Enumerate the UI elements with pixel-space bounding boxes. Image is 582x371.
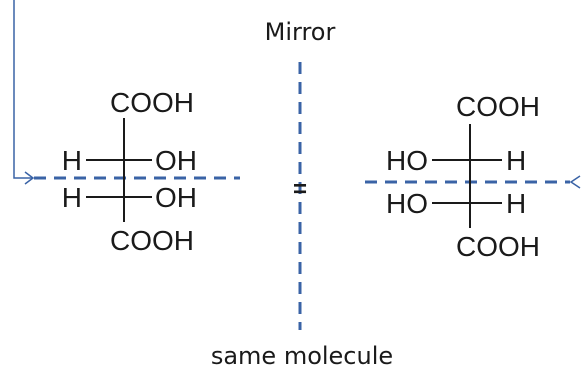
left-rotation-path <box>13 0 32 179</box>
left-row2-right-group: OH <box>155 182 197 213</box>
caption-same-molecule: same molecule <box>211 342 393 370</box>
left-row2-left-atom: H <box>62 182 82 213</box>
right-row2-right-atom: H <box>506 188 526 219</box>
right-row1-right-atom: H <box>506 145 526 176</box>
left-top-group: COOH <box>110 87 194 118</box>
equals-symbol: = <box>293 176 307 203</box>
right-bottom-group: COOH <box>456 231 540 262</box>
left-molecule: COOH H OH H OH COOH <box>62 87 197 256</box>
mirror-label: Mirror <box>265 18 336 46</box>
right-arrowhead-icon <box>569 175 581 189</box>
right-row2-left-group: HO <box>386 188 428 219</box>
left-bottom-group: COOH <box>110 225 194 256</box>
left-row1-left-atom: H <box>62 145 82 176</box>
right-row1-left-group: HO <box>386 145 428 176</box>
left-row1-right-group: OH <box>155 145 197 176</box>
left-arrowhead-icon <box>24 171 35 185</box>
right-molecule: COOH HO H HO H COOH <box>386 91 540 262</box>
right-top-group: COOH <box>456 91 540 122</box>
